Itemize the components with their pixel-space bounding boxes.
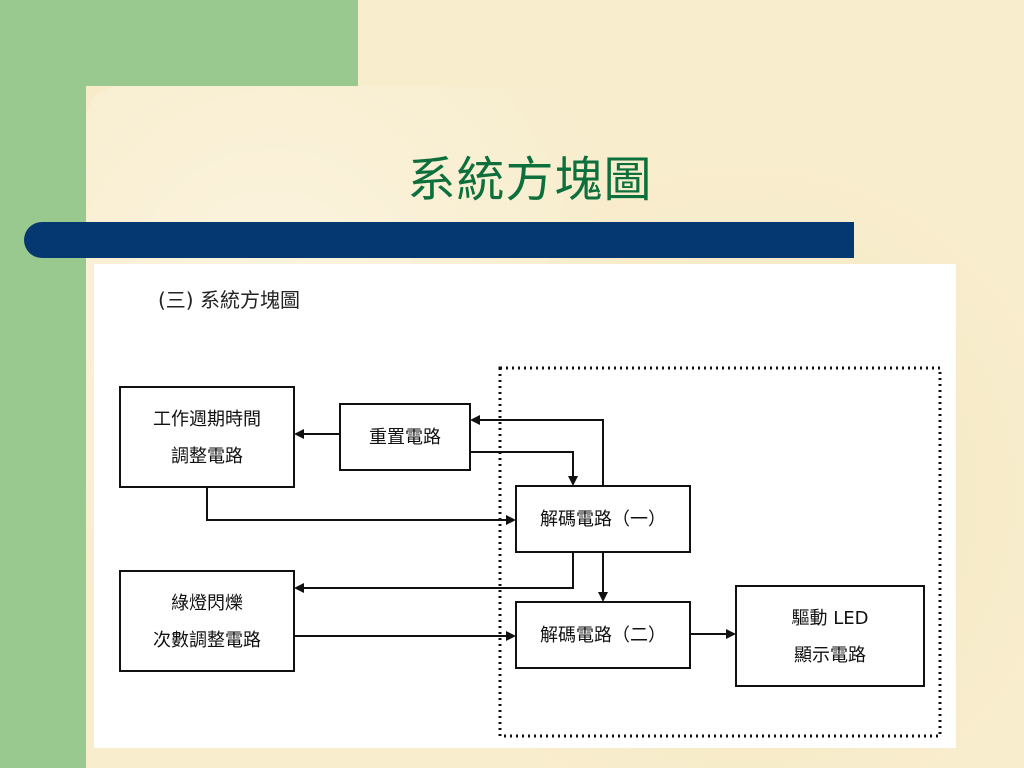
parchment-top (358, 0, 1024, 86)
block-decoder-2: 解碼電路（二） (515, 601, 691, 669)
arrow-reset-to-decoder-1 (470, 451, 578, 486)
block-work-cycle-line1: 工作週期時間 (153, 409, 261, 430)
block-led-driver-line2: 顯示電路 (794, 645, 866, 666)
green-band-left (0, 0, 86, 768)
slide-title: 系統方塊圖 (407, 152, 653, 208)
block-decoder-1-line1: 解碼電路（一） (540, 509, 666, 530)
block-decoder-1: 解碼電路（一） (515, 485, 691, 553)
dotted-group-border (498, 366, 942, 738)
arrow-decoder-1-to-reset (470, 415, 604, 486)
block-work-cycle-line2: 調整電路 (171, 446, 243, 467)
block-reset: 重置電路 (339, 403, 471, 471)
block-led-driver: 驅動 LED 顯示電路 (735, 585, 925, 687)
block-green-flash-line2: 次數調整電路 (153, 630, 261, 651)
arrow-work-cycle-to-decoder-1 (206, 487, 516, 525)
figure-caption: (三) 系統方塊圖 (158, 288, 300, 312)
block-led-driver-line1: 驅動 LED (792, 608, 869, 629)
block-green-flash: 綠燈閃爍 次數調整電路 (119, 570, 295, 672)
block-green-flash-line1: 綠燈閃爍 (171, 593, 243, 614)
block-work-cycle: 工作週期時間 調整電路 (119, 386, 295, 488)
arrow-decoder-1-to-green-flash (294, 552, 574, 593)
title-underline-bar (24, 222, 854, 258)
block-decoder-2-line1: 解碼電路（二） (540, 625, 666, 646)
block-reset-line1: 重置電路 (369, 427, 441, 448)
